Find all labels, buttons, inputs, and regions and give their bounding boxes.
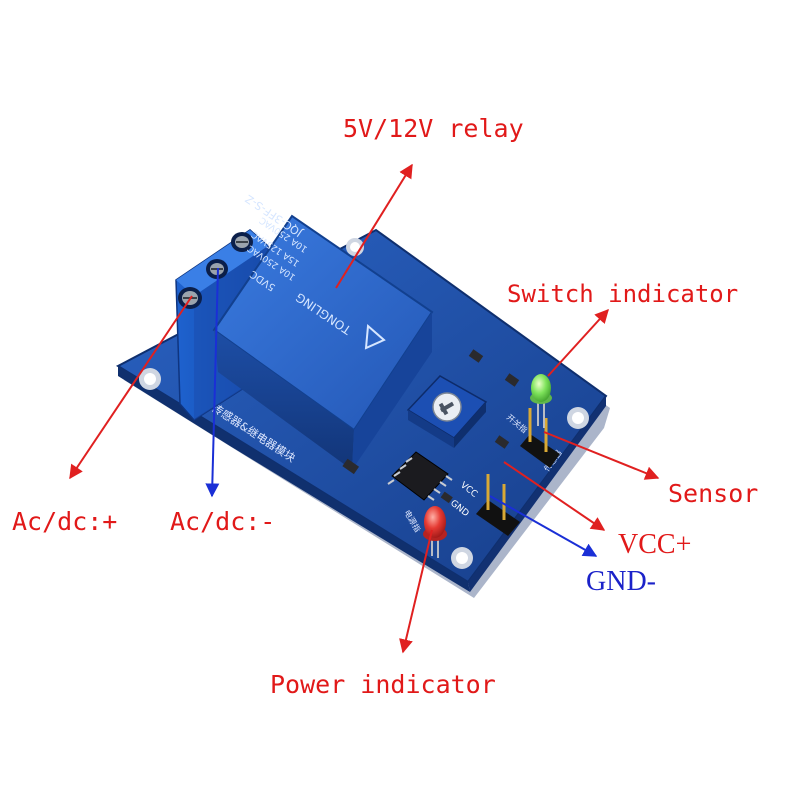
led-icon: [423, 506, 447, 558]
label-power-indicator: Power indicator: [270, 670, 496, 699]
label-vcc: VCC+: [618, 529, 691, 560]
label-ac-dc-plus: Ac/dc:+: [12, 507, 117, 536]
arrow-relay: [335, 163, 413, 289]
mounting-hole-icon: [139, 368, 161, 390]
label-ac-dc-minus: Ac/dc:-: [170, 507, 275, 536]
pin-header-icon: [520, 408, 560, 468]
mounting-hole-icon: [451, 547, 473, 569]
label-relay: 5V/12V relay: [343, 114, 524, 143]
arrow-ac-dc-plus: [69, 295, 193, 480]
label-gnd: GND-: [586, 566, 656, 597]
arrow-switch-indicator: [547, 308, 609, 377]
arrow-power-indicator: [399, 529, 433, 654]
chip-icon: [387, 451, 453, 501]
arrow-gnd: [489, 495, 598, 557]
arrow-ac-dc-minus: [205, 267, 220, 498]
relay-icon: JQC-3FF-S-Z 10A 250VAC 15A 125VAC 10A 25…: [212, 192, 434, 470]
label-sensor: Sensor: [668, 479, 758, 508]
pin-header-icon: [476, 474, 520, 536]
relay-logo-icon: [364, 323, 386, 350]
mounting-hole-icon: [567, 407, 589, 429]
arrow-sensor: [543, 431, 660, 480]
screw-icon: [231, 232, 253, 252]
label-switch-indicator: Switch indicator: [507, 280, 738, 308]
led-icon: [530, 374, 552, 428]
arrow-vcc: [503, 461, 606, 531]
potentiometer-icon: [406, 375, 488, 448]
smd-component-icon: [342, 349, 520, 504]
